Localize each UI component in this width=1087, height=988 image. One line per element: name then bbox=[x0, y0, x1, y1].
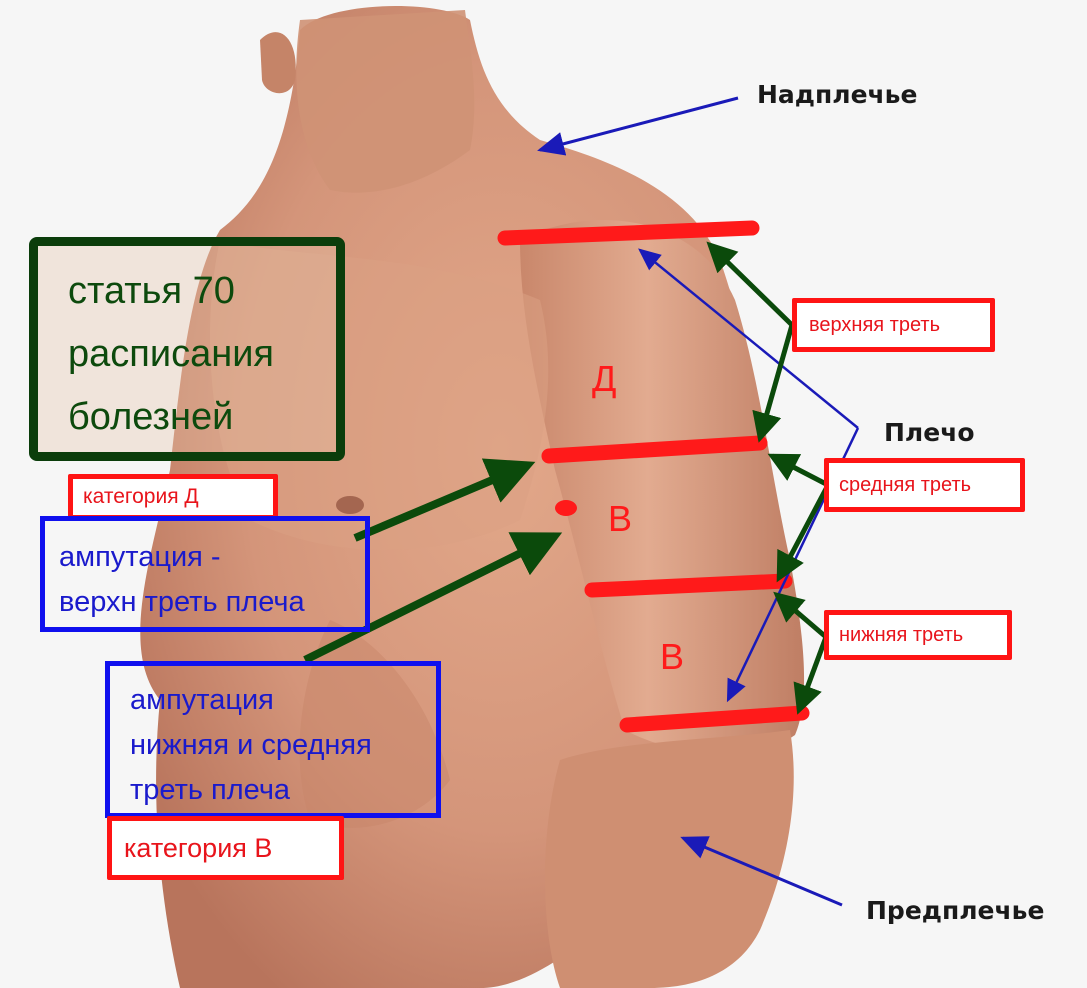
category-badge-v: категория В bbox=[107, 816, 344, 880]
amputation-lower-line-2: нижняя и средняя bbox=[130, 729, 372, 761]
pointer-lower-third-a bbox=[773, 591, 828, 639]
pointer-supraclavicular bbox=[537, 96, 739, 156]
article-box: статья 70 расписания болезней bbox=[29, 237, 345, 461]
amputation-upper-line-2: верхн треть плеча bbox=[59, 586, 305, 618]
amputation-upper-line-1: ампутация - bbox=[59, 541, 221, 573]
pointer-amputation-lower bbox=[303, 532, 563, 664]
pointer-upper-third-b bbox=[752, 324, 795, 443]
label-middle-third: средняя треть bbox=[824, 458, 1025, 512]
amputation-lower-box: ампутация нижняя и средняя треть плеча bbox=[105, 661, 441, 818]
label-forearm: Предплечье bbox=[866, 896, 1045, 925]
category-badge-d: категория Д bbox=[68, 474, 278, 520]
article-line-2: расписания bbox=[68, 333, 274, 375]
pointer-forearm bbox=[680, 836, 843, 907]
pointer-shoulder-upper bbox=[638, 248, 859, 429]
zone-letter-lower: В bbox=[660, 636, 685, 677]
third-pointers bbox=[303, 241, 831, 715]
label-shoulder: Плечо bbox=[884, 418, 975, 447]
division-lines bbox=[497, 220, 810, 733]
pointer-lower-third-b bbox=[793, 636, 829, 715]
amputation-lower-line-1: ампутация bbox=[130, 684, 274, 716]
pointer-amputation-upper bbox=[353, 458, 536, 542]
division-line-top bbox=[497, 220, 760, 246]
division-line-bottom bbox=[619, 705, 810, 733]
division-line-middle-lower bbox=[584, 573, 793, 598]
marker-dot bbox=[555, 500, 577, 516]
pointer-upper-third-a bbox=[706, 241, 794, 327]
zone-letter-middle: В bbox=[608, 498, 633, 539]
article-line-1: статья 70 bbox=[68, 270, 235, 312]
pointer-middle-third-a bbox=[767, 453, 830, 488]
amputation-lower-line-3: треть плеча bbox=[130, 774, 291, 806]
label-supraclavicular: Надплечье bbox=[757, 80, 918, 109]
division-line-upper-middle bbox=[541, 435, 768, 464]
label-upper-third: верхняя треть bbox=[792, 298, 995, 352]
amputation-upper-box: ампутация - верхн треть плеча bbox=[40, 516, 370, 632]
label-lower-third: нижняя треть bbox=[824, 610, 1012, 660]
body-silhouette bbox=[140, 6, 805, 988]
pointer-middle-third-b bbox=[776, 483, 831, 583]
article-line-3: болезней bbox=[68, 396, 234, 438]
zone-letter-upper: Д bbox=[592, 358, 617, 399]
